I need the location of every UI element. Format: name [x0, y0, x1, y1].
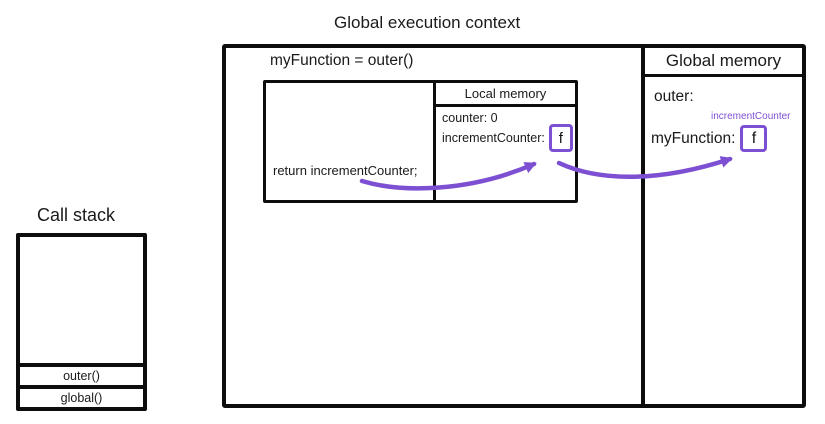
call-stack-box: outer() global()	[16, 233, 147, 411]
local-function-label: incrementCounter:	[442, 131, 545, 145]
global-memory-header: Global memory	[645, 48, 802, 77]
local-memory-function-entry: incrementCounter: f	[442, 124, 573, 152]
call-stack-frame-global: global()	[20, 385, 143, 407]
global-function-value-box: f	[740, 125, 768, 152]
diagram-title: Global execution context	[334, 13, 521, 32]
global-memory-function-entry: myFunction: f	[651, 125, 768, 152]
assignment-text: myFunction = outer()	[270, 52, 414, 69]
global-execution-context-box	[222, 44, 806, 408]
call-stack-title: Call stack	[37, 205, 116, 225]
global-memory-panel: Global memory outer: incrementCounter my…	[641, 48, 802, 404]
local-code-area: return incrementCounter;	[266, 83, 433, 200]
local-function-value-box: f	[548, 124, 573, 152]
function-name-annotation: incrementCounter	[711, 111, 791, 122]
return-statement: return incrementCounter;	[273, 163, 418, 178]
local-memory-panel: Local memory counter: 0 incrementCounter…	[433, 83, 575, 200]
local-execution-context-box: return incrementCounter; Local memory co…	[263, 80, 578, 203]
local-memory-header: Local memory	[436, 83, 575, 107]
local-memory-counter-entry: counter: 0	[442, 111, 498, 125]
call-stack-frames: outer() global()	[20, 363, 143, 407]
global-function-label: myFunction:	[651, 129, 736, 147]
call-stack-frame-outer: outer()	[20, 363, 143, 385]
global-memory-outer-entry: outer:	[654, 88, 694, 105]
